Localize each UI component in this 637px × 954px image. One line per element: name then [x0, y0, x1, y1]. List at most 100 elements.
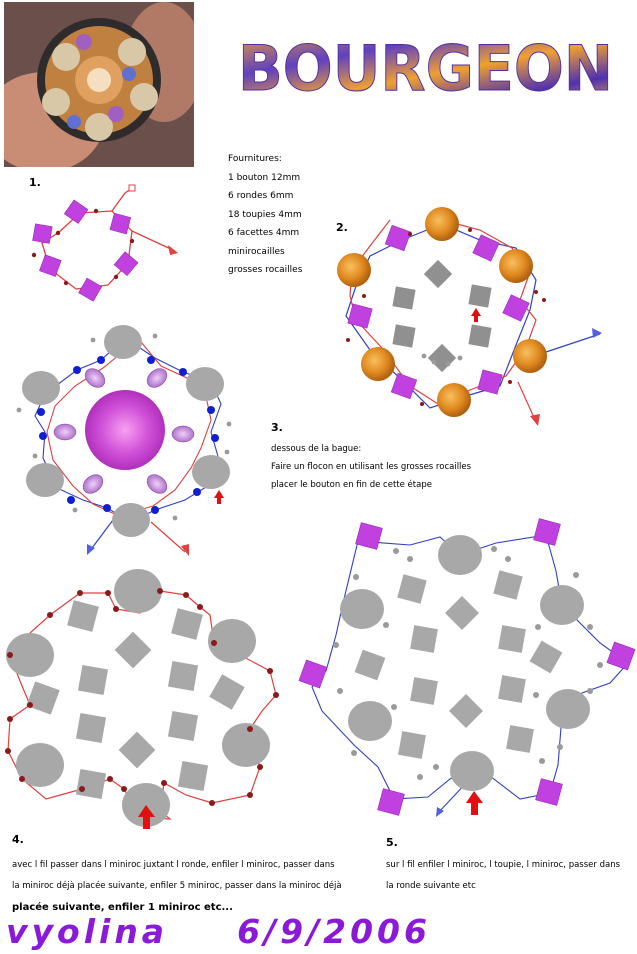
ronde-bead	[104, 325, 142, 359]
red-arrow-icon	[466, 791, 483, 815]
miniroc-bead	[267, 668, 273, 674]
red-arrow-icon	[471, 308, 481, 322]
facette-crystal	[146, 368, 168, 388]
step-3-line-3: placer le bouton en fin de cette étape	[271, 480, 432, 490]
miniroc-bead	[121, 786, 127, 792]
arrow-head	[181, 544, 189, 556]
pearl-bead	[499, 249, 533, 283]
button-bead	[85, 390, 165, 470]
facette-bead	[118, 731, 156, 769]
miniroc-bead	[534, 290, 538, 294]
toupie-bead	[529, 640, 563, 674]
ronde-bead	[186, 367, 224, 401]
arrow-head	[168, 245, 178, 255]
toupie-bead	[398, 731, 426, 759]
miniroc-bead	[107, 776, 113, 782]
facette-crystal	[171, 425, 195, 443]
toupie-bead	[347, 303, 373, 329]
grey-bead	[587, 688, 593, 694]
step-3-line-2: Faire un flocon en utilisant les grosses…	[271, 462, 472, 472]
grey-bead	[353, 574, 359, 580]
miniroc-bead	[209, 800, 215, 806]
pearl-bead	[513, 339, 547, 373]
miniroc-bead	[47, 612, 53, 618]
facette-crystal	[84, 368, 106, 388]
supply-item: 1 bouton 12mm	[228, 172, 301, 183]
miniroc-bead	[5, 748, 11, 754]
grey-bead	[337, 688, 343, 694]
toupie-bead	[477, 369, 503, 395]
grey-bead	[90, 337, 96, 343]
ronde-bead	[438, 535, 482, 575]
thread-arrow-red	[150, 521, 186, 553]
toupie-bead	[298, 659, 328, 689]
step-5-line-2: la ronde suivante etc	[386, 881, 476, 891]
facette-bead	[468, 284, 492, 308]
facette-bead	[410, 625, 438, 653]
toupie-bead	[354, 649, 386, 681]
ring-photo-illustration	[4, 2, 194, 167]
toupie-bead	[78, 277, 103, 302]
blue-bead	[67, 496, 75, 504]
ronde-bead	[6, 633, 54, 677]
blue-bead	[147, 356, 155, 364]
supply-item: grosses rocailles	[228, 265, 303, 275]
miniroc-bead	[105, 590, 111, 596]
step-2-diagram	[337, 207, 602, 426]
supplies-list: Fournitures: 1 bouton 12mm 6 rondes 6mm …	[228, 150, 302, 280]
blue-bead	[179, 368, 187, 376]
toupie-bead	[493, 570, 523, 600]
toupie-bead	[39, 254, 62, 277]
facette-bead	[498, 625, 526, 653]
ronde-bead	[208, 619, 256, 663]
miniroc-bead	[247, 726, 253, 732]
facette-bead	[167, 710, 199, 742]
toupie-bead	[472, 234, 500, 262]
grey-bead	[417, 774, 423, 780]
toupie-bead	[113, 251, 139, 277]
pearl-bead	[337, 253, 371, 287]
toupie-bead	[177, 760, 209, 792]
ronde-bead	[112, 503, 150, 537]
toupie-bead	[606, 641, 636, 671]
grey-bead	[172, 515, 178, 521]
miniroc-bead	[273, 692, 279, 698]
facette-bead	[498, 675, 526, 703]
miniroc-bead	[468, 228, 472, 232]
miniroc-bead	[77, 590, 83, 596]
miniroc-bead	[211, 640, 217, 646]
miniroc-bead	[197, 604, 203, 610]
facette-bead	[392, 324, 416, 348]
facette-crystal	[82, 474, 104, 494]
toupie-bead	[533, 518, 561, 546]
step-5-line-1: sur l fil enfiler l miniroc, l toupie, l…	[386, 860, 621, 870]
blue-bead	[193, 488, 201, 496]
grey-bead	[224, 449, 230, 455]
step-4-line-2: la miniroc déjà placée suivante, enfiler…	[12, 881, 342, 891]
grey-bead	[383, 622, 389, 628]
step-1-number: 1.	[29, 176, 41, 189]
facette-bead	[114, 631, 152, 669]
facette-crystal	[53, 423, 77, 441]
toupie-bead	[32, 223, 53, 244]
pearl-bead	[437, 383, 471, 417]
grey-bead	[573, 572, 579, 578]
step-1-diagram	[31, 184, 178, 302]
miniroc-bead	[183, 592, 189, 598]
blue-bead	[37, 408, 45, 416]
step-5-number: 5.	[386, 836, 398, 849]
arrow-head	[436, 807, 444, 817]
thread-end	[111, 188, 132, 212]
grey-bead	[587, 624, 593, 630]
miniroc-bead	[161, 780, 167, 786]
grey-bead	[431, 359, 437, 365]
toupie-bead	[209, 674, 245, 710]
toupie-bead	[75, 768, 107, 800]
toupie-bead	[506, 725, 534, 753]
step-4-line-1: avec l fil passer dans l miniroc juxtant…	[12, 860, 335, 870]
grey-bead	[535, 624, 541, 630]
toupie-bead	[67, 600, 99, 632]
footer-author: vyolina	[6, 912, 169, 951]
miniroc-bead	[113, 606, 119, 612]
